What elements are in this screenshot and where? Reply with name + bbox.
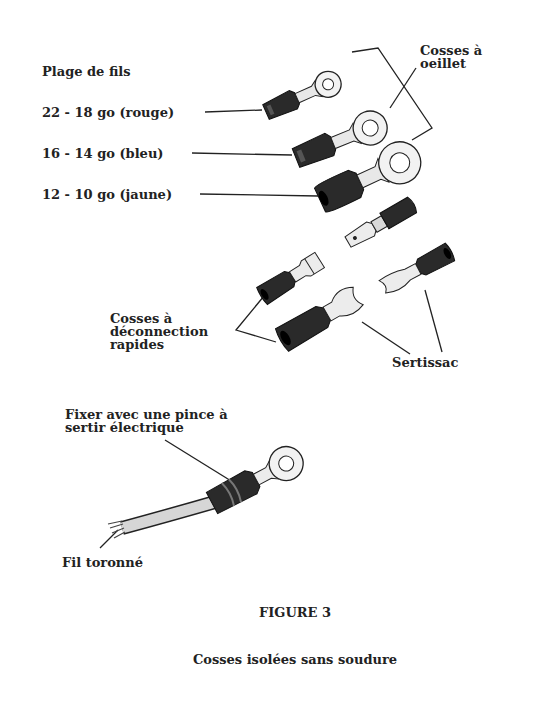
ring-terminal <box>263 441 309 487</box>
quick-disconnect <box>442 247 453 260</box>
range-label: 22 - 18 go (rouge) <box>42 106 242 119</box>
ring-terminal <box>276 453 296 473</box>
heading-label: Plage de fils <box>42 65 242 78</box>
quick-disconnect <box>305 259 315 274</box>
leader-line <box>165 440 236 484</box>
callout-label: Sertissac <box>392 356 512 369</box>
ring-terminal <box>348 106 392 150</box>
ring-terminal <box>204 441 309 518</box>
ring-terminal <box>311 67 345 101</box>
range-label: 12 - 10 go (jaune) <box>42 188 242 201</box>
bracket <box>362 322 410 354</box>
leader-line <box>100 530 118 548</box>
callout-label: Cosses à oeillet <box>420 44 510 70</box>
ring-terminal <box>261 67 346 124</box>
callout-label: Fil toronné <box>62 556 182 569</box>
bracket <box>425 290 442 352</box>
quick-disconnect <box>278 329 293 347</box>
quick-disconnect <box>380 196 418 229</box>
bracket <box>236 48 442 354</box>
quick-disconnect <box>259 288 270 301</box>
stranded-wire <box>122 500 222 528</box>
ring-terminal <box>222 478 243 506</box>
quick-disconnect <box>320 284 364 325</box>
ring-terminal <box>321 77 336 92</box>
quick-disconnect <box>352 235 357 240</box>
leader-line <box>192 153 292 155</box>
ring-terminal <box>360 118 381 139</box>
instruction-note: Fixer avec une pince à sertir électrique <box>65 408 235 434</box>
ring-terminal <box>317 189 331 207</box>
stranded-wire <box>108 521 125 538</box>
quick-disconnect <box>379 261 423 295</box>
stranded-wire <box>108 500 222 538</box>
ring-terminal <box>386 150 413 177</box>
bracket <box>390 68 416 108</box>
stranded-wire <box>122 500 222 528</box>
leader-line <box>200 194 318 196</box>
quick-disconnect <box>378 242 456 296</box>
quick-disconnect <box>274 284 365 352</box>
quick-disconnect <box>288 252 325 284</box>
ring-terminal <box>372 135 428 191</box>
figure-caption: Cosses isolées sans soudure <box>145 652 445 667</box>
range-label: 16 - 14 go (bleu) <box>42 147 242 160</box>
ring-terminal <box>267 105 275 116</box>
ring-terminal <box>297 149 306 162</box>
callout-label: Cosses à déconnection rapides <box>110 312 235 351</box>
figure-title: FIGURE 3 <box>145 605 445 620</box>
quick-disconnect <box>256 251 325 305</box>
quick-disconnect <box>344 196 419 250</box>
leader-line <box>205 110 262 112</box>
